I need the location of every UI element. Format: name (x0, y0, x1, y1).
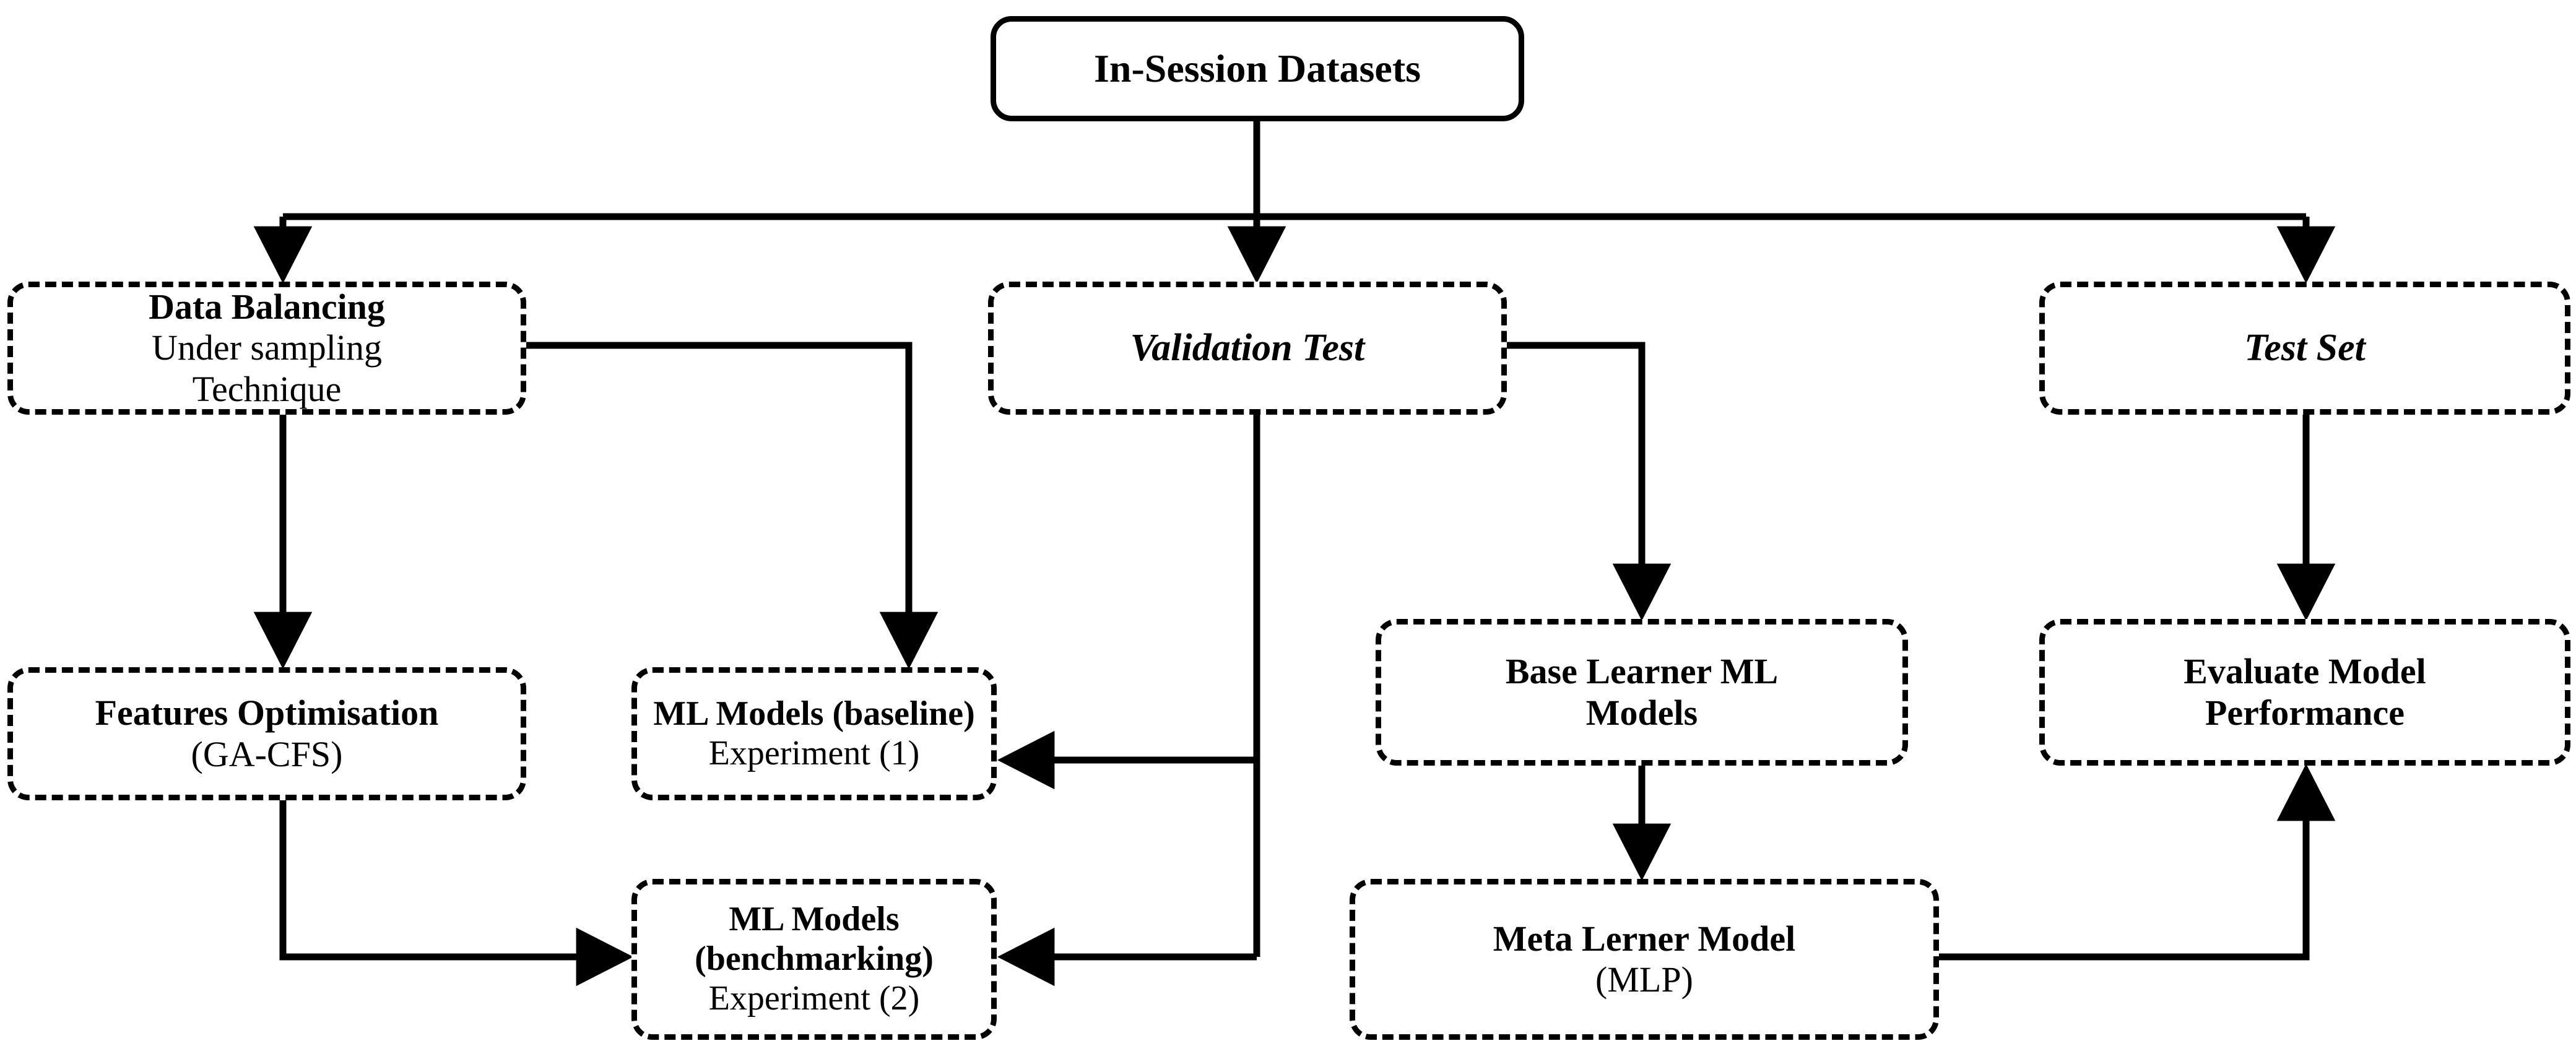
node-features-optimisation[interactable]: Features Optimisation (GA-CFS) (7, 667, 526, 800)
edge-features-to-mlbench (279, 800, 633, 987)
node-ml-models-benchmarking-line-1: ML Models (729, 900, 900, 939)
node-test-set-line-1: Test Set (2244, 327, 2366, 370)
node-ml-models-baseline-line-1: ML Models (baseline) (653, 694, 975, 733)
node-test-set[interactable]: Test Set (2039, 282, 2570, 415)
node-ml-models-baseline-line-2: Experiment (1) (708, 733, 920, 772)
node-evaluate-model-performance-line-1: Evaluate Model (2184, 651, 2426, 692)
node-features-optimisation-line-2: (GA-CFS) (191, 733, 343, 774)
node-meta-learner-model-line-1: Meta Lerner Model (1493, 918, 1796, 959)
node-meta-learner-model-line-2: (MLP) (1595, 959, 1693, 1000)
node-data-balancing[interactable]: Data Balancing Under sampling Technique (7, 282, 526, 415)
edge-validation-to-baselearner (1507, 342, 1672, 621)
node-meta-learner-model[interactable]: Meta Lerner Model (MLP) (1350, 879, 1939, 1040)
node-validation-test[interactable]: Validation Test (988, 282, 1507, 415)
node-validation-test-line-1: Validation Test (1130, 327, 1365, 370)
node-ml-models-benchmarking-line-2: (benchmarking) (695, 940, 934, 979)
node-base-learner-ml-models-line-1: Base Learner ML (1505, 651, 1779, 692)
edge-metalearner-to-evaluate (1939, 764, 2336, 961)
node-evaluate-model-performance[interactable]: Evaluate Model Performance (2039, 619, 2570, 766)
node-ml-models-benchmarking[interactable]: ML Models (benchmarking) Experiment (2) (631, 879, 997, 1040)
node-in-session-datasets[interactable]: In-Session Datasets (991, 16, 1524, 121)
node-in-session-datasets-line-1: In-Session Datasets (1093, 46, 1421, 90)
node-features-optimisation-line-1: Features Optimisation (95, 693, 439, 733)
node-data-balancing-line-1: Data Balancing (149, 287, 385, 327)
node-base-learner-ml-models[interactable]: Base Learner ML Models (1376, 619, 1908, 766)
node-data-balancing-line-2: Under sampling (151, 327, 383, 368)
node-base-learner-ml-models-line-2: Models (1585, 692, 1698, 733)
node-ml-models-benchmarking-line-3: Experiment (2) (708, 979, 920, 1018)
node-data-balancing-line-3: Technique (192, 368, 342, 409)
node-evaluate-model-performance-line-2: Performance (2205, 692, 2405, 733)
edge-balance-to-mlbaseline (526, 342, 939, 669)
node-ml-models-baseline[interactable]: ML Models (baseline) Experiment (1) (631, 667, 997, 800)
